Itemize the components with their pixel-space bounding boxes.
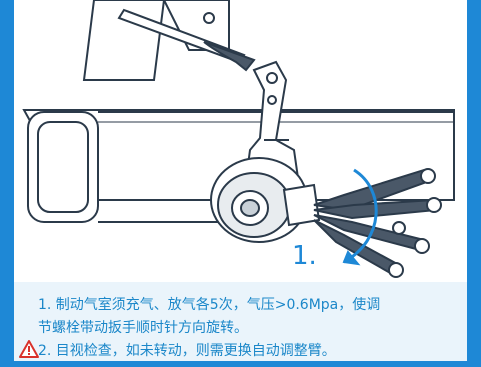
panel-border-bottom — [0, 361, 481, 367]
instruction-line-3: 2. 目视检查，如未转动，则需更换自动调整臂。 — [38, 343, 336, 359]
curved-arrow-icon — [342, 168, 378, 266]
mounting-bracket — [82, 0, 230, 81]
push-rod — [117, 8, 256, 72]
adjuster-hub — [210, 157, 321, 243]
warning-triangle-icon — [18, 339, 40, 359]
instruction-line-2: 节螺栓带动扳手顺时针方向旋转。 — [38, 320, 248, 336]
axle-beam — [22, 109, 455, 223]
instruction-text: 1. 制动气室须充气、放气各5次，气压>0.6Mpa，使调 节螺栓带动扳手顺时针… — [38, 294, 458, 363]
instruction-line-1: 1. 制动气室须充气、放气各5次，气压>0.6Mpa，使调 — [38, 297, 381, 313]
panel-border-right — [467, 0, 481, 367]
panel-border-left — [0, 0, 14, 367]
brake-adjuster-illustration — [14, 0, 467, 282]
illustration-svg — [22, 0, 455, 278]
step-number-callout: 1. — [292, 241, 317, 271]
